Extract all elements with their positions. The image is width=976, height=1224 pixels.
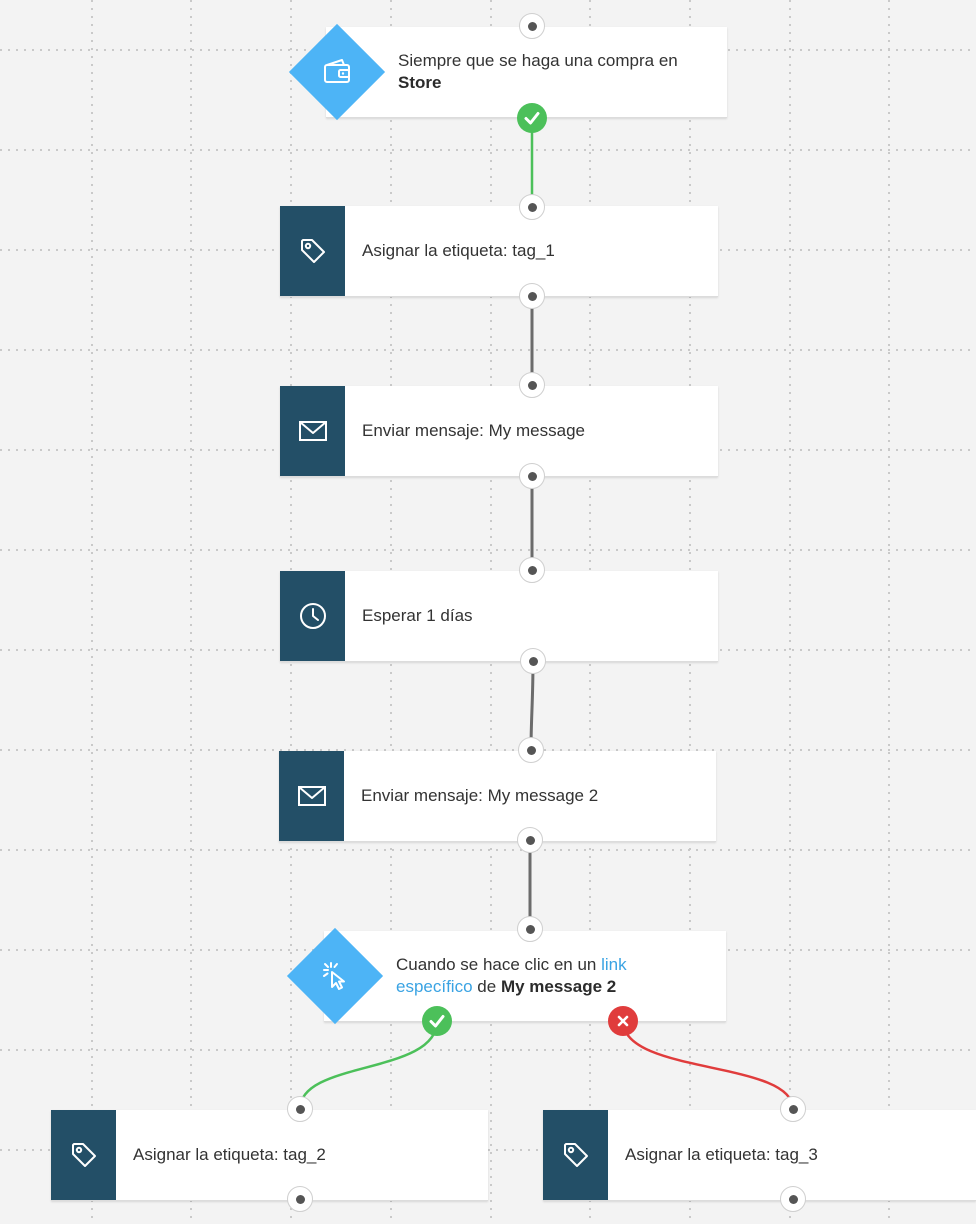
envelope-icon xyxy=(297,786,326,806)
trigger-purchase-prefix: Siempre que se haga una compra en xyxy=(398,51,678,70)
connector-no-branch xyxy=(621,1020,795,1110)
port-step-3-in[interactable] xyxy=(519,557,545,583)
port-dot xyxy=(788,1104,798,1114)
condition-link-word[interactable]: link xyxy=(601,955,627,974)
trigger-purchase-text: Siempre que se haga una compra en Store xyxy=(398,27,678,117)
wallet-icon xyxy=(317,52,357,92)
port-branch-yes-in[interactable] xyxy=(287,1096,313,1122)
port-step-1-in[interactable] xyxy=(519,194,545,220)
port-condition-in[interactable] xyxy=(517,916,543,942)
port-step-1-out[interactable] xyxy=(519,283,545,309)
condition-prefix: Cuando se hace clic en un xyxy=(396,955,597,974)
condition-no-badge[interactable] xyxy=(608,1006,638,1036)
port-step-2-out[interactable] xyxy=(519,463,545,489)
port-dot xyxy=(527,471,537,481)
condition-specific-word[interactable]: específico xyxy=(396,977,473,996)
port-dot xyxy=(526,745,536,755)
check-icon xyxy=(429,1015,445,1028)
port-step-4-in[interactable] xyxy=(518,737,544,763)
step-2-label: Enviar mensaje: My message xyxy=(362,421,585,440)
branch-yes-assign-tag-2[interactable]: Asignar la etiqueta: tag_2 xyxy=(51,1110,488,1201)
port-trigger-in[interactable] xyxy=(519,13,545,39)
step-1-icon-box xyxy=(280,206,345,296)
check-icon xyxy=(524,112,540,125)
port-dot xyxy=(525,924,535,934)
condition-middle: de xyxy=(477,977,497,996)
branch-no-icon-box xyxy=(543,1110,608,1200)
step-1-label: Asignar la etiqueta: tag_1 xyxy=(362,241,555,260)
port-dot xyxy=(527,565,537,575)
condition-message-name: My message 2 xyxy=(500,977,617,996)
port-step-3-out[interactable] xyxy=(520,648,546,674)
x-icon xyxy=(617,1015,629,1027)
port-step-4-out[interactable] xyxy=(517,827,543,853)
step-wait[interactable]: Esperar 1 días xyxy=(280,571,718,662)
step-send-message-1[interactable]: Enviar mensaje: My message xyxy=(280,386,718,477)
port-branch-yes-out[interactable] xyxy=(287,1186,313,1212)
step-4-label: Enviar mensaje: My message 2 xyxy=(361,786,599,805)
condition-line-2: específico de My message 2 xyxy=(396,976,627,998)
clock-icon xyxy=(299,603,326,629)
cursor-click-icon xyxy=(315,956,355,996)
connector-yes-branch xyxy=(298,1020,439,1110)
branch-no-label: Asignar la etiqueta: tag_3 xyxy=(625,1145,818,1164)
port-step-2-in[interactable] xyxy=(519,372,545,398)
branch-no-assign-tag-3[interactable]: Asignar la etiqueta: tag_3 xyxy=(543,1110,976,1201)
step-4-icon-box xyxy=(279,751,344,841)
port-dot xyxy=(527,202,537,212)
step-send-message-2[interactable]: Enviar mensaje: My message 2 xyxy=(279,751,716,842)
port-branch-no-out[interactable] xyxy=(780,1186,806,1212)
step-3-icon-box xyxy=(280,571,345,661)
tag-icon xyxy=(71,1143,96,1167)
port-dot xyxy=(788,1194,798,1204)
condition-link-click-card[interactable]: Cuando se hace clic en un link específic… xyxy=(324,931,726,1022)
step-assign-tag-1[interactable]: Asignar la etiqueta: tag_1 xyxy=(280,206,718,297)
step-3-label: Esperar 1 días xyxy=(362,606,473,625)
port-dot xyxy=(295,1104,305,1114)
port-branch-no-in[interactable] xyxy=(780,1096,806,1122)
tag-icon xyxy=(300,239,325,263)
port-dot xyxy=(295,1194,305,1204)
step-2-icon-box xyxy=(280,386,345,476)
port-dot xyxy=(525,835,535,845)
branch-yes-icon-box xyxy=(51,1110,116,1200)
branch-yes-label: Asignar la etiqueta: tag_2 xyxy=(133,1145,326,1164)
trigger-store-name: Store xyxy=(398,73,442,92)
tag-icon xyxy=(563,1143,588,1167)
trigger-purchase-card[interactable]: Siempre que se haga una compra en Store xyxy=(326,27,727,118)
port-dot xyxy=(527,291,537,301)
envelope-icon xyxy=(298,421,327,441)
condition-yes-badge[interactable] xyxy=(422,1006,452,1036)
port-dot xyxy=(528,656,538,666)
port-dot xyxy=(527,380,537,390)
condition-text: Cuando se hace clic en un link específic… xyxy=(396,931,627,1021)
trigger-success-badge[interactable] xyxy=(517,103,547,133)
condition-line-1: Cuando se hace clic en un link xyxy=(396,954,627,976)
port-dot xyxy=(527,21,537,31)
